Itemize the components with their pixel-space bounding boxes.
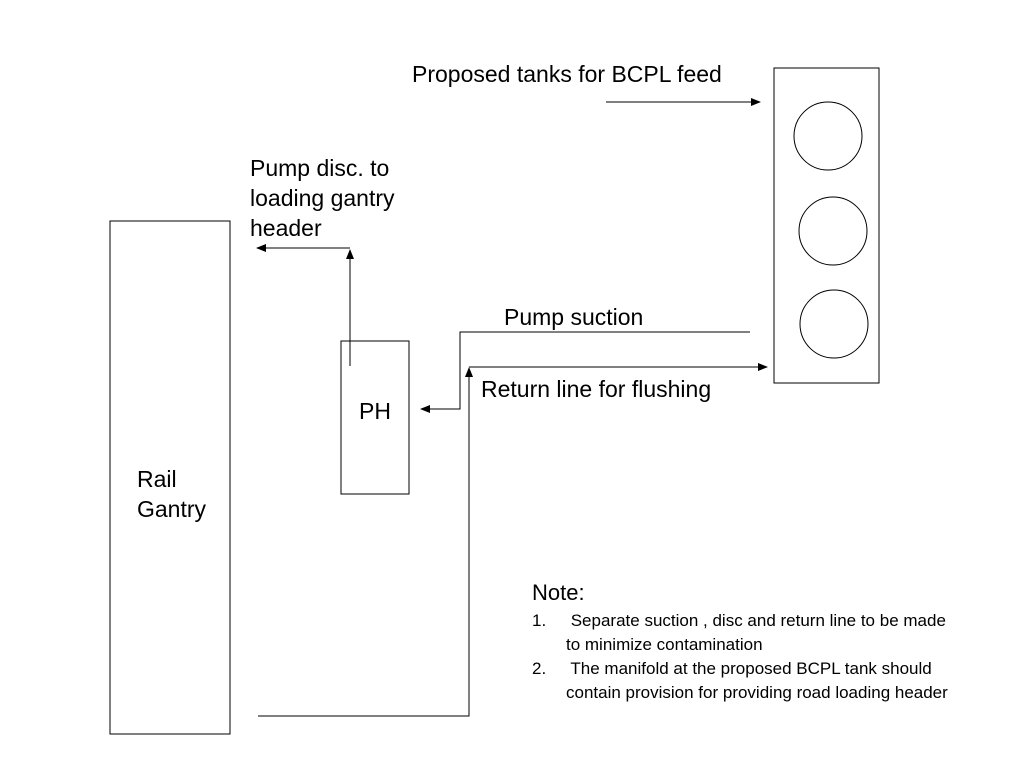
pump-suction-label: Pump suction [504, 304, 644, 330]
note-item-1: 1. Separate suction , disc and return li… [532, 609, 948, 657]
pump-house-label: PH [359, 398, 391, 424]
tank-circle-2 [798, 196, 868, 266]
tank-enclosure [773, 67, 880, 384]
proposed-tanks-label: Proposed tanks for BCPL feed [412, 61, 722, 87]
note-item-2-line1: The manifold at the proposed BCPL tank s… [566, 659, 932, 678]
note-item-1-line2: to minimize contamination [566, 635, 763, 654]
pump-suction-line [420, 331, 750, 413]
note-item-2-number: 2. [532, 659, 547, 678]
note-title: Note: [532, 580, 585, 605]
pump-disc-label-line2: loading gantry [250, 185, 395, 211]
pump-house-box [340, 340, 410, 495]
rail-gantry-label-line1: Rail [137, 466, 177, 492]
rail-gantry-box [109, 220, 231, 735]
note-item-2-line2: contain provision for providing road loa… [566, 683, 948, 702]
return-line-vertical [258, 367, 473, 717]
pump-disc-label-line1: Pump disc. to [250, 155, 390, 181]
tank-circle-3 [799, 289, 869, 359]
note-item-1-line1: Separate suction , disc and return line … [566, 611, 946, 630]
return-line-label: Return line for flushing [481, 376, 712, 402]
rail-gantry-label-line2: Gantry [137, 496, 207, 522]
note-item-1-number: 1. [532, 611, 547, 630]
pump-disc-label-line3: header [250, 215, 322, 241]
note-item-2: 2. The manifold at the proposed BCPL tan… [532, 657, 948, 705]
note-list: 1. Separate suction , disc and return li… [532, 609, 948, 705]
tank-circle-1 [793, 101, 863, 171]
